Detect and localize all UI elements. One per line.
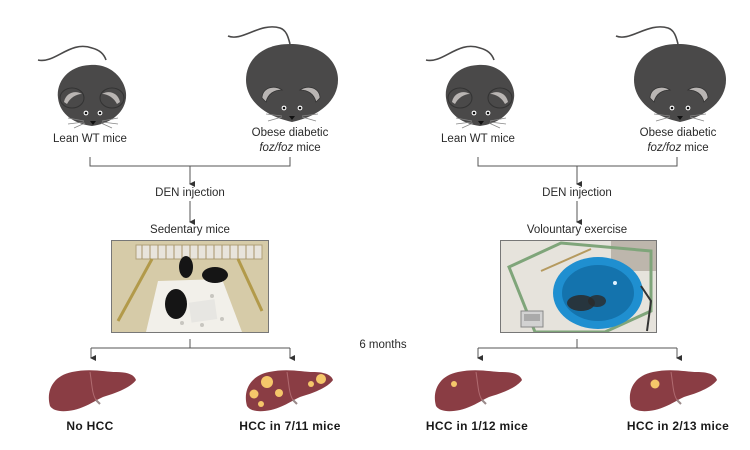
- right-condition-label: Volountary exercise: [526, 224, 628, 236]
- right-treatment-label: DEN injection: [542, 187, 612, 199]
- genotype-label: foz/foz: [647, 142, 682, 154]
- genotype-label: foz/foz: [259, 142, 294, 154]
- cage-photo-icon: [112, 241, 268, 332]
- left-lean-result: No HCC: [66, 419, 114, 433]
- liver-with-tumor-icon: [434, 370, 522, 412]
- cage-photo: [111, 240, 269, 333]
- obese-label-line1: Obese diabetic: [639, 127, 717, 139]
- lean-mouse-icon: [37, 45, 127, 129]
- running-wheel-photo: [500, 240, 657, 333]
- left-obese-result: HCC in 7/11 mice: [239, 419, 341, 433]
- obese-label-line1: Obese diabetic: [251, 127, 329, 139]
- liver-with-tumors-icon: [245, 370, 333, 412]
- liver-icon: [48, 370, 137, 412]
- lean-mouse-icon: [425, 45, 515, 129]
- right-obese-result: HCC in 2/13 mice: [626, 419, 730, 433]
- obese-label-rest: mice: [681, 142, 709, 154]
- tumor-nodule: [650, 379, 660, 389]
- tumor-nodules: [249, 374, 326, 407]
- duration-label: 6 months: [359, 339, 407, 351]
- left-obese-label: Obese diabetic foz/foz mice: [252, 126, 329, 156]
- left-merge-bracket: [89, 157, 291, 167]
- liver-with-tumor-icon: [629, 370, 717, 412]
- right-lean-label: Lean WT mice: [441, 133, 515, 145]
- left-lean-label: Lean WT mice: [53, 133, 127, 145]
- obese-label-rest: mice: [293, 142, 321, 154]
- left-treatment-label: DEN injection: [155, 187, 225, 199]
- tumor-nodule: [451, 381, 457, 387]
- right-merge-bracket: [477, 157, 678, 167]
- left-condition-label: Sedentary mice: [150, 224, 230, 236]
- right-obese-label: Obese diabetic foz/foz mice: [640, 126, 717, 156]
- right-lean-result: HCC in 1/12 mice: [425, 419, 529, 433]
- obese-mouse-icon: [615, 26, 726, 122]
- obese-mouse-icon: [227, 26, 338, 122]
- running-wheel-photo-icon: [501, 241, 656, 332]
